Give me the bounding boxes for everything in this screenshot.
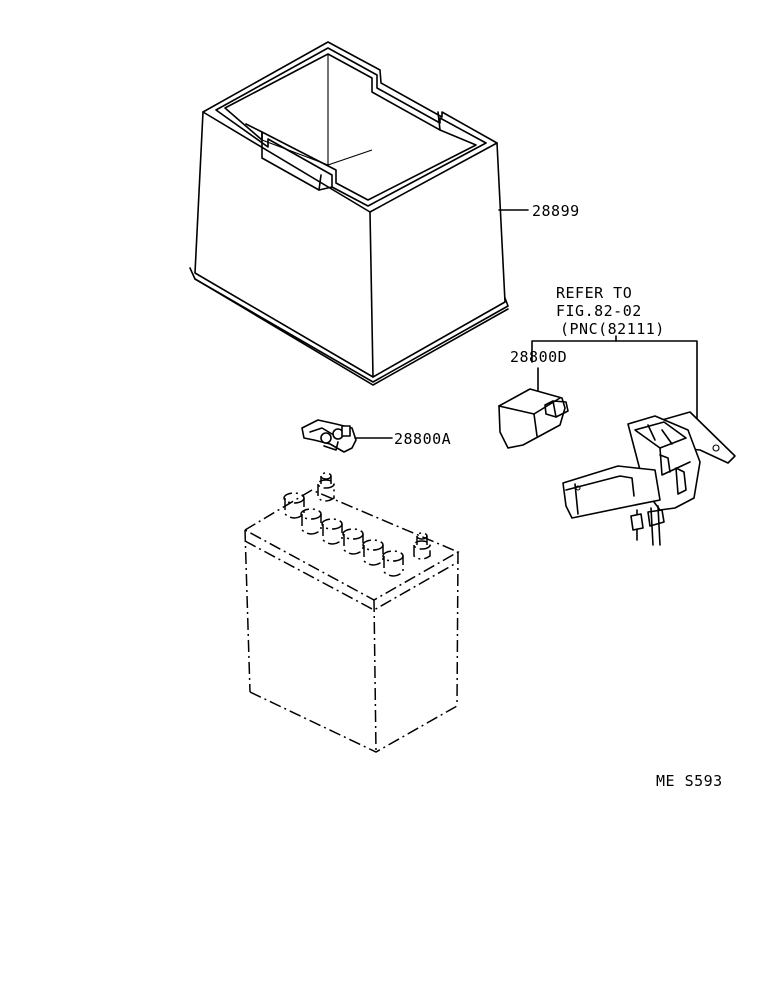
battery-clamp-drawing xyxy=(301,419,357,453)
reference-leader xyxy=(531,335,698,423)
part-number-28800d: 28800D xyxy=(510,348,567,366)
part-number-28800a: 28800A xyxy=(394,430,451,448)
reference-line-1: REFER TO xyxy=(556,284,632,302)
wiring-block-drawing xyxy=(562,411,736,546)
part-number-28899: 28899 xyxy=(532,202,580,220)
relay-drawing xyxy=(498,388,569,449)
battery-phantom-drawing xyxy=(243,472,460,753)
reference-line-3: (PNC(82111) xyxy=(560,320,665,338)
figure-code: ME S593 xyxy=(656,772,723,790)
reference-line-2: FIG.82-02 xyxy=(556,302,642,320)
battery-tray-drawing xyxy=(189,41,509,386)
